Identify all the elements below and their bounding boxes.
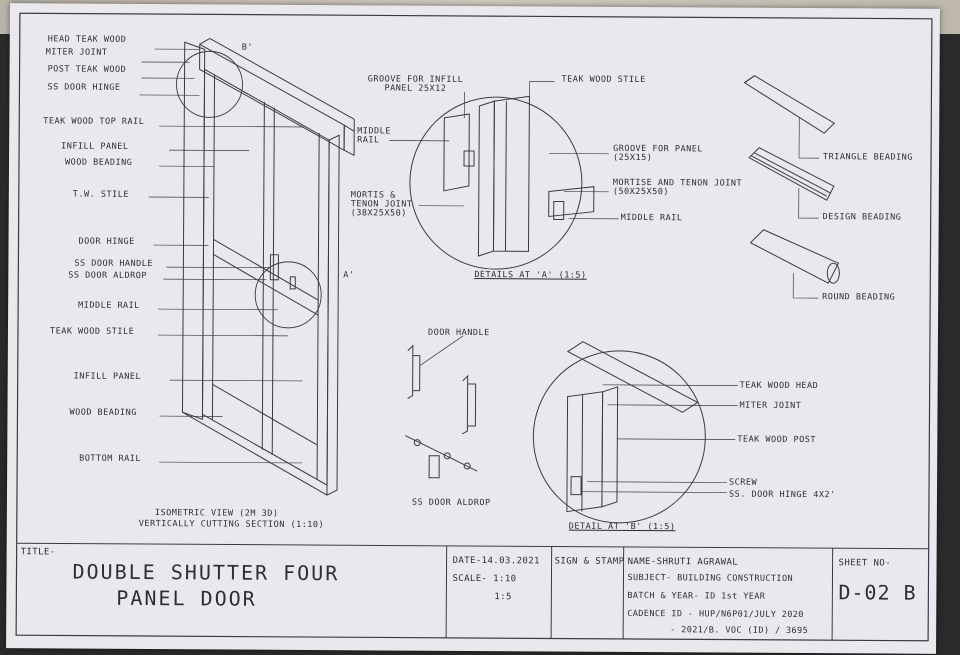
isometric-door <box>176 37 355 496</box>
detail-a-groove-infill: GROOVE FOR INFILL PANEL 25X12 <box>367 74 464 94</box>
label-round-beading: ROUND BEADING <box>822 292 896 303</box>
detail-b-screw: SCREW <box>729 477 758 488</box>
title-line-1: DOUBLE SHUTTER FOUR <box>72 559 340 586</box>
label-design-beading: DESIGN BEADING <box>822 212 902 223</box>
title-line-2: PANEL DOOR <box>116 585 257 611</box>
label-aldrop: SS DOOR ALDROP <box>411 497 491 509</box>
detail-a-caption: DETAILS AT 'A' (1:5) <box>474 270 587 281</box>
label-tw-stile: T.W. STILE <box>72 189 130 200</box>
date-text: DATE-14.03.2021 <box>452 555 540 567</box>
subject-text: SUBJECT- BUILDING CONSTRUCTION <box>627 572 794 584</box>
label-top-rail: TEAK WOOD TOP RAIL <box>43 116 145 127</box>
sheet-number: D-02 B <box>838 580 917 605</box>
cadence-text: CADENCE ID - HUP/N6P01/JULY 2020 <box>627 608 804 621</box>
title-label: TITLE- <box>20 547 56 558</box>
sign-stamp: SIGN & STAMP <box>554 556 625 567</box>
detail-a-stile: TEAK WOOD STILE <box>561 74 646 86</box>
detail-b-drawing <box>532 341 706 524</box>
scale-text: SCALE- 1:10 <box>452 573 517 585</box>
iso-caption: ISOMETRIC VIEW (2M 3D) <box>154 508 279 519</box>
label-ss-door-hinge: SS DOOR HINGE <box>47 82 121 93</box>
label-miter-joint: MITER JOINT <box>45 47 108 58</box>
name-text: NAME-SHRUTI AGRAWAL <box>627 556 739 568</box>
detail-b-head: TEAK WOOD HEAD <box>739 380 819 392</box>
detail-a-middle-rail: MIDDLE RAIL <box>620 212 683 224</box>
detail-b-hinge: SS. DOOR HINGE 4X2' <box>728 489 836 501</box>
detail-b-caption: DETAIL AT 'B' (1:5) <box>568 521 676 533</box>
detail-a-mortis: MORTIS & TENON JOINT (38X25X50) <box>350 190 413 219</box>
drawing-sheet: HEAD TEAK WOOD MITER JOINT POST TEAK WOO… <box>6 3 940 654</box>
label-ss-door-aldrop: SS DOOR ALDROP <box>68 270 148 282</box>
marker-b: B' <box>241 42 253 53</box>
label-post-teak-wood: POST TEAK WOOD <box>47 64 127 75</box>
cadence-text-2: - 2021/B. VOC (ID) / 3695 <box>670 625 809 637</box>
detail-b-post: TEAK WOOD POST <box>737 434 817 446</box>
drawing-linework <box>15 12 933 642</box>
label-infill-panel-2: INFILL PANEL <box>73 371 142 382</box>
aldrop-drawing <box>405 435 478 479</box>
label-wood-beading: WOOD BEADING <box>64 157 133 168</box>
marker-a: A' <box>343 270 355 281</box>
detail-a-mortise-tenon: MORTISE AND TENON JOINT (50X25X50) <box>612 177 743 198</box>
label-door-hinge: DOOR HINGE <box>78 236 135 247</box>
label-bottom-rail: BOTTOM RAIL <box>79 453 142 464</box>
label-head-teak-wood: HEAD TEAK WOOD <box>47 34 127 45</box>
detail-a-drawing <box>409 95 595 270</box>
label-middle-rail-iso: MIDDLE RAIL <box>357 126 391 146</box>
sheet-label: SHEET NO- <box>838 558 891 569</box>
label-triangle-beading: TRIANGLE BEADING <box>823 152 913 163</box>
label-teak-wood-stile: TEAK WOOD STILE <box>49 326 135 337</box>
label-middle-rail: MIDDLE RAIL <box>78 300 140 311</box>
label-door-handle: DOOR HANDLE <box>427 327 490 339</box>
iso-caption-2: VERTICALLY CUTTING SECTION (1:10) <box>138 518 325 531</box>
beadings-drawing <box>743 75 840 299</box>
label-wood-beading-2: WOOD BEADING <box>69 407 137 418</box>
scale-text-2: 1:5 <box>494 592 512 603</box>
batch-text: BATCH & YEAR- ID 1st YEAR <box>627 590 766 602</box>
label-ss-door-handle: SS DOOR HANDLE <box>74 258 154 270</box>
door-handle-drawing <box>407 335 477 435</box>
label-infill-panel: INFILL PANEL <box>61 141 129 152</box>
detail-b-miter: MITER JOINT <box>739 400 802 412</box>
detail-a-groove-panel: GROOVE FOR PANEL (25X15) <box>613 143 704 164</box>
